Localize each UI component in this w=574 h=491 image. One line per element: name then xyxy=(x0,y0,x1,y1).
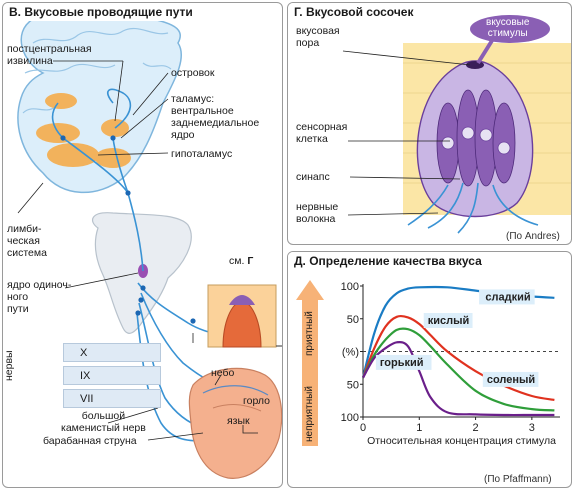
x-tick-label-0: 0 xyxy=(360,422,366,434)
series-label-2: соленый xyxy=(487,374,535,386)
hedonic-arrow xyxy=(296,280,324,446)
nerve-x-box: X xyxy=(63,343,161,362)
label-see-ref-letter: Г xyxy=(247,255,254,267)
y-tick-label-bottom-1: 100 xyxy=(341,412,359,424)
label-fibers-line2: волокна xyxy=(296,213,336,225)
label-limbic-line1: лимби- xyxy=(7,223,42,235)
series-label-bg-3 xyxy=(375,354,432,370)
nerve-x-label: X xyxy=(80,346,88,359)
postcentral-blob xyxy=(45,93,77,109)
panel-b-title: В. Вкусовые проводящие пути xyxy=(3,3,199,21)
label-hypothalamus: гипоталамус xyxy=(171,148,233,160)
label-synapse: синапс xyxy=(296,171,330,183)
panel-d-title: Д. Определение качества вкуса xyxy=(288,252,488,270)
label-thalamus-line2: вентральное xyxy=(171,105,234,117)
taste-bud-illustration xyxy=(342,15,571,234)
label-limbic: лимби- ческая система xyxy=(7,223,47,259)
label-chorda-tympani: барабанная струна xyxy=(43,435,137,447)
series-line-2 xyxy=(362,327,555,412)
label-petrosal-line2: каменистый нерв xyxy=(61,422,146,434)
hypothalamus-blob xyxy=(47,143,99,167)
label-postcentral-line1: постцентральная xyxy=(7,43,92,55)
brain-gyri xyxy=(22,27,172,114)
label-thalamus: таламус: вентральное заднемедиальное ядр… xyxy=(171,93,259,141)
pathways-illustration xyxy=(17,7,282,479)
label-see-prefix: см. xyxy=(229,255,245,267)
panel-b-taste-pathways: В. Вкусовые проводящие пути постцентраль… xyxy=(2,2,283,488)
label-insula: островок xyxy=(171,67,215,79)
label-nucleus-line1: ядро одиноч- xyxy=(7,279,72,291)
series-label-0: сладкий xyxy=(485,291,530,303)
label-tongue: язык xyxy=(227,415,250,427)
label-postcentral-line2: извилина xyxy=(7,55,53,67)
y-tick-label-top-0: 100 xyxy=(341,281,359,293)
stimuli-bubble xyxy=(470,15,550,43)
y-tick-label-top-1: 50 xyxy=(347,314,359,326)
label-taste-pore: вкусовая пора xyxy=(296,25,340,49)
label-nerve-fibers: нервные волокна xyxy=(296,201,338,225)
label-solitary-nucleus: ядро одиноч- ного пути xyxy=(7,279,71,315)
y-tick-label-bottom-0: 50 xyxy=(347,379,359,391)
label-stimuli-line1: вкусовые xyxy=(486,17,530,28)
label-throat: горло xyxy=(243,395,271,407)
label-nucleus-line2: ного xyxy=(7,291,29,303)
label-fibers-line1: нервные xyxy=(296,201,339,213)
label-palate: небо xyxy=(211,367,235,379)
thalamus-right xyxy=(95,148,131,168)
label-limbic-line3: система xyxy=(7,247,47,259)
x-tick-label-1: 1 xyxy=(416,422,422,434)
nerve-ix-box: IX xyxy=(63,366,161,385)
x-tick-label-2: 2 xyxy=(473,422,479,434)
label-cell-line1: сенсорная xyxy=(296,121,348,133)
label-pore-line2: пора xyxy=(296,37,320,49)
label-limbic-line2: ческая xyxy=(7,235,40,247)
nerve-vii-label: VII xyxy=(80,392,94,405)
panel-d-taste-quality: Д. Определение качества вкуса приятный н… xyxy=(287,251,572,488)
series-label-bg-2 xyxy=(482,371,539,387)
label-nucleus-line3: пути xyxy=(7,303,29,315)
label-sensory-cell: сенсорная клетка xyxy=(296,121,347,145)
label-cell-line2: клетка xyxy=(296,133,328,145)
label-stimuli: вкусовые стимулы xyxy=(486,17,529,39)
label-see-ref: см. Г xyxy=(229,255,253,267)
panel-d-credit: (По Pfaffmann) xyxy=(484,474,552,485)
x-tick-label-3: 3 xyxy=(529,422,535,434)
label-petrosal-nerve: большой каменистый нерв xyxy=(61,410,146,434)
panel-g-taste-bud: Г. Вкусовой сосочек вкусовые стимулы вку… xyxy=(287,2,572,245)
nerve-vii-box: VII xyxy=(63,389,161,408)
tongue-illustration xyxy=(188,367,282,479)
series-label-3: горький xyxy=(380,357,424,369)
x-axis-label: Относительная концентрация стимула xyxy=(367,435,556,447)
label-pore-line1: вкусовая xyxy=(296,25,340,37)
label-thalamus-line3: заднемедиальное xyxy=(171,117,260,129)
series-label-bg-1 xyxy=(423,312,473,328)
label-postcentral: постцентральная извилина xyxy=(7,43,92,67)
hedonic-arrow-shape xyxy=(296,280,324,446)
series-label-bg-0 xyxy=(479,289,535,305)
label-thalamus-line1: таламус: xyxy=(171,93,215,105)
series-line-3 xyxy=(362,341,555,417)
label-nerves: нервы xyxy=(3,350,15,381)
panel-g-title: Г. Вкусовой сосочек xyxy=(288,3,420,21)
y-tick-label-top-2: (%) xyxy=(342,347,359,359)
series-label-1: кислый xyxy=(428,315,470,327)
label-thalamus-line4: ядро xyxy=(171,129,195,141)
label-petrosal-line1: большой xyxy=(81,410,126,422)
label-stimuli-line2: стимулы xyxy=(487,28,528,39)
nerve-ix-label: IX xyxy=(80,369,91,382)
panel-g-credit: (По Andres) xyxy=(506,231,560,242)
